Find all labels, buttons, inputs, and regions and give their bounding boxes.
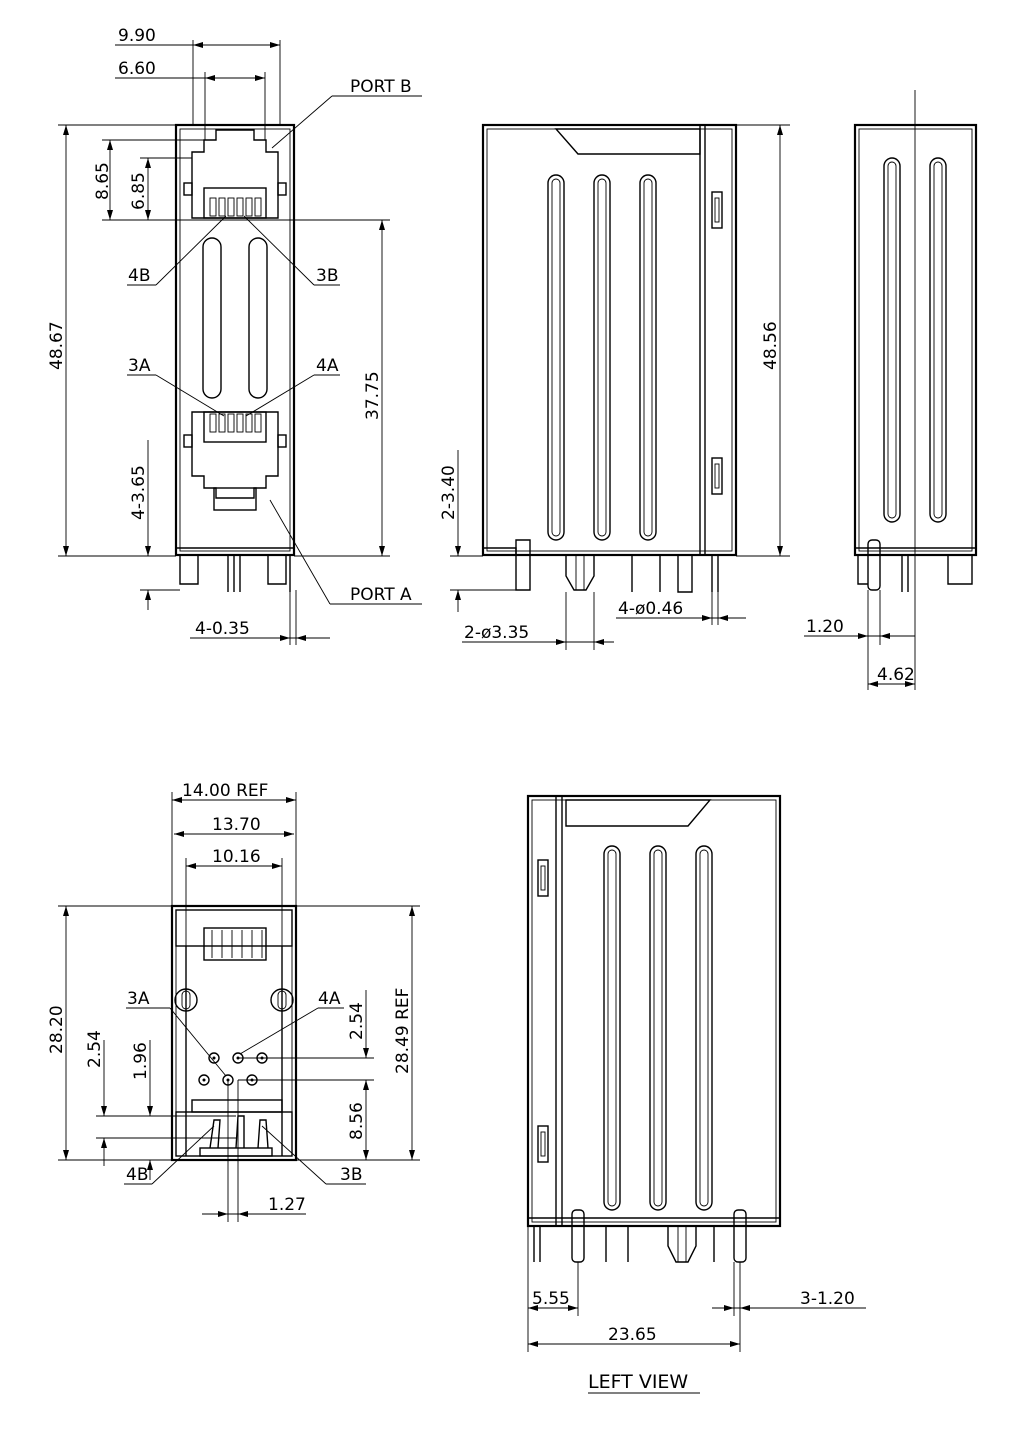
dim-28-20: 28.20 [47, 1005, 67, 1054]
front-view: 9.90 6.60 8.65 6.85 48.67 37.75 4-3.65 4… [47, 26, 422, 645]
dim-13-70: 13.70 [212, 815, 261, 835]
back-view: 1.20 4.62 [804, 90, 978, 690]
dim-14-00-ref: 14.00 REF [182, 781, 268, 801]
callout-3a: 3A [127, 989, 150, 1009]
side-view: 48.56 2-3.40 4-ø0.46 2-ø3.35 [439, 123, 790, 650]
dim-8-65: 8.65 [93, 162, 113, 200]
callout-3b: 3B [340, 1165, 362, 1185]
dim-5-55: 5.55 [532, 1289, 570, 1309]
dim-1-96: 1.96 [131, 1042, 151, 1080]
dim-9-90: 9.90 [118, 26, 156, 46]
dim-1-20: 1.20 [806, 617, 844, 637]
dim-4-phi-0-46: 4-ø0.46 [618, 599, 683, 619]
left-view-title: LEFT VIEW [588, 1371, 688, 1393]
dim-37-75: 37.75 [363, 371, 383, 420]
callout-4a: 4A [318, 989, 341, 1009]
dim-48-56: 48.56 [761, 321, 781, 370]
dim-3-1-20: 3-1.20 [800, 1289, 855, 1309]
bottom-view: 14.00 REF 13.70 10.16 28.20 2.54 1.96 2.… [47, 781, 420, 1222]
callout-4a: 4A [316, 356, 339, 376]
dim-4-62: 4.62 [877, 665, 915, 685]
dim-6-60: 6.60 [118, 59, 156, 79]
dim-2-3-40: 2-3.40 [439, 465, 459, 520]
dim-6-85: 6.85 [129, 172, 149, 210]
dim-23-65: 23.65 [608, 1325, 657, 1345]
dim-2-phi-3-35: 2-ø3.35 [464, 623, 529, 643]
callout-port-a: PORT A [350, 585, 412, 605]
dim-10-16: 10.16 [212, 847, 261, 867]
dim-2-54-right: 2.54 [347, 1002, 367, 1040]
dim-28-49-ref: 28.49 REF [393, 988, 413, 1074]
callout-4b: 4B [126, 1165, 148, 1185]
dim-2-54-left: 2.54 [85, 1030, 105, 1068]
callout-3a: 3A [128, 356, 151, 376]
callout-port-b: PORT B [350, 77, 412, 97]
dim-48-67: 48.67 [47, 321, 67, 370]
dim-1-27: 1.27 [268, 1195, 306, 1215]
dim-4-0-35: 4-0.35 [195, 619, 250, 639]
dim-8-56: 8.56 [347, 1102, 367, 1140]
callout-4b: 4B [128, 266, 150, 286]
callout-3b: 3B [316, 266, 338, 286]
dim-4-3-65: 4-3.65 [129, 465, 149, 520]
left-view: 5.55 3-1.20 23.65 LEFT VIEW [526, 794, 866, 1394]
